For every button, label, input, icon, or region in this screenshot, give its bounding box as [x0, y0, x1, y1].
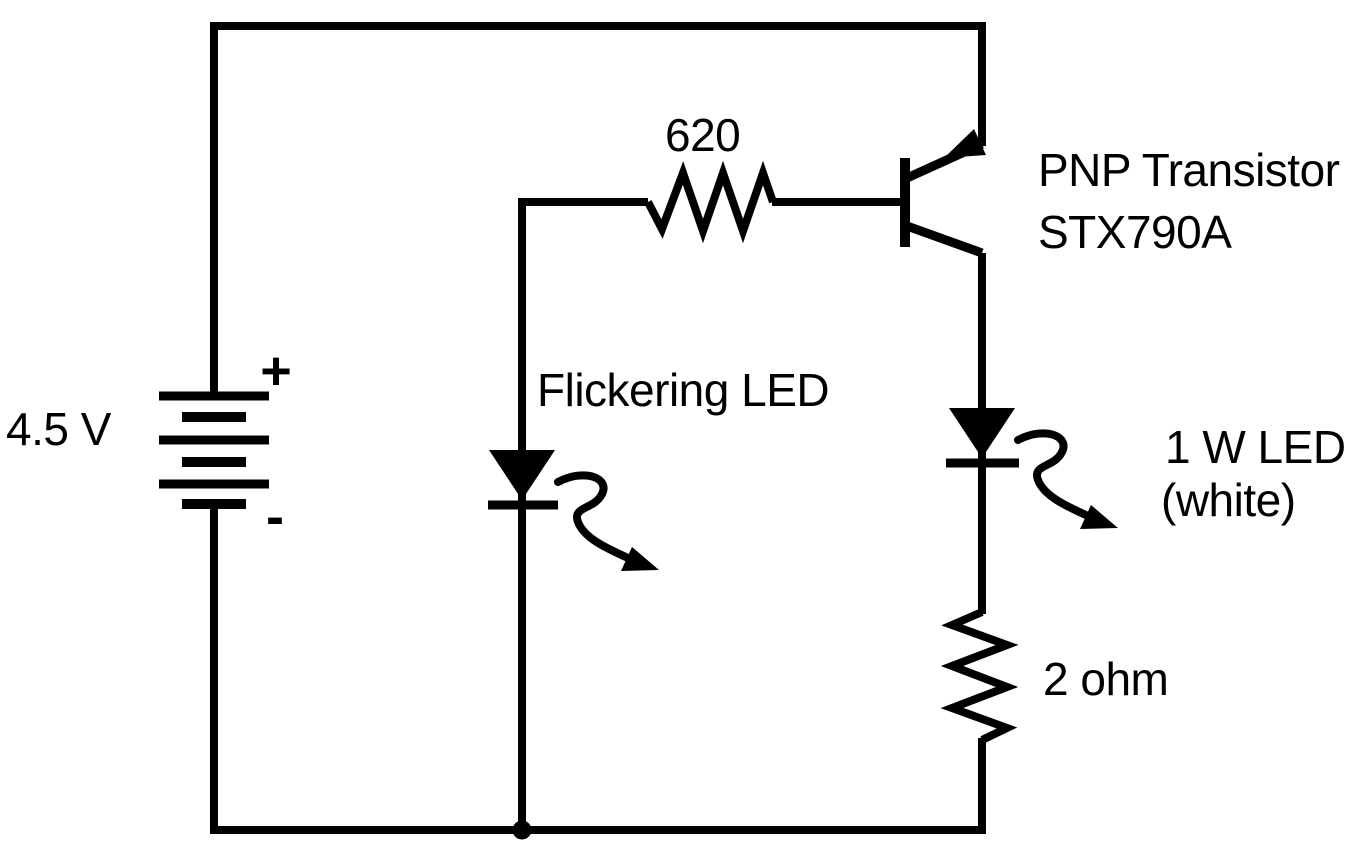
wire-flicker-branch	[518, 198, 648, 830]
flickering-led-symbol	[488, 450, 558, 510]
flickering-led-triangle	[489, 450, 555, 500]
battery-voltage-label: 4.5 V	[6, 403, 111, 455]
flicker-arrowhead-right	[1080, 505, 1118, 529]
transistor-label-line1: PNP Transistor	[1038, 144, 1340, 196]
resistor-620-symbol	[644, 160, 777, 244]
transistor-label-line2: STX790A	[1038, 206, 1232, 258]
battery-symbol: + -	[159, 341, 292, 547]
battery-negative-sign: -	[266, 487, 284, 547]
flickering-led-label: Flickering LED	[537, 364, 830, 416]
junction-dot	[512, 820, 532, 840]
flickering-led-flicker-arrow	[554, 471, 659, 571]
transistor-collector-lead	[905, 221, 984, 258]
power-led-label-line1: 1 W LED	[1165, 421, 1346, 473]
flicker-squiggle-left	[554, 471, 632, 562]
resistor-2ohm-label: 2 ohm	[1043, 653, 1169, 705]
battery-positive-sign: +	[260, 341, 292, 401]
transistor-emitter-arrowhead	[944, 129, 986, 158]
transistor-symbol	[900, 129, 986, 258]
resistor-620-label: 620	[665, 109, 741, 161]
wire-top-loop	[210, 22, 986, 400]
power-led-symbol	[946, 408, 1019, 468]
power-led-flicker-arrow	[1014, 429, 1118, 529]
power-led-label-line2: (white)	[1161, 474, 1296, 526]
flicker-arrowhead-left	[621, 547, 659, 571]
resistor-2ohm-symbol	[940, 608, 1019, 744]
power-led-triangle	[949, 408, 1015, 458]
flicker-squiggle-right	[1014, 429, 1092, 520]
wire-bottom-loop	[210, 500, 986, 834]
